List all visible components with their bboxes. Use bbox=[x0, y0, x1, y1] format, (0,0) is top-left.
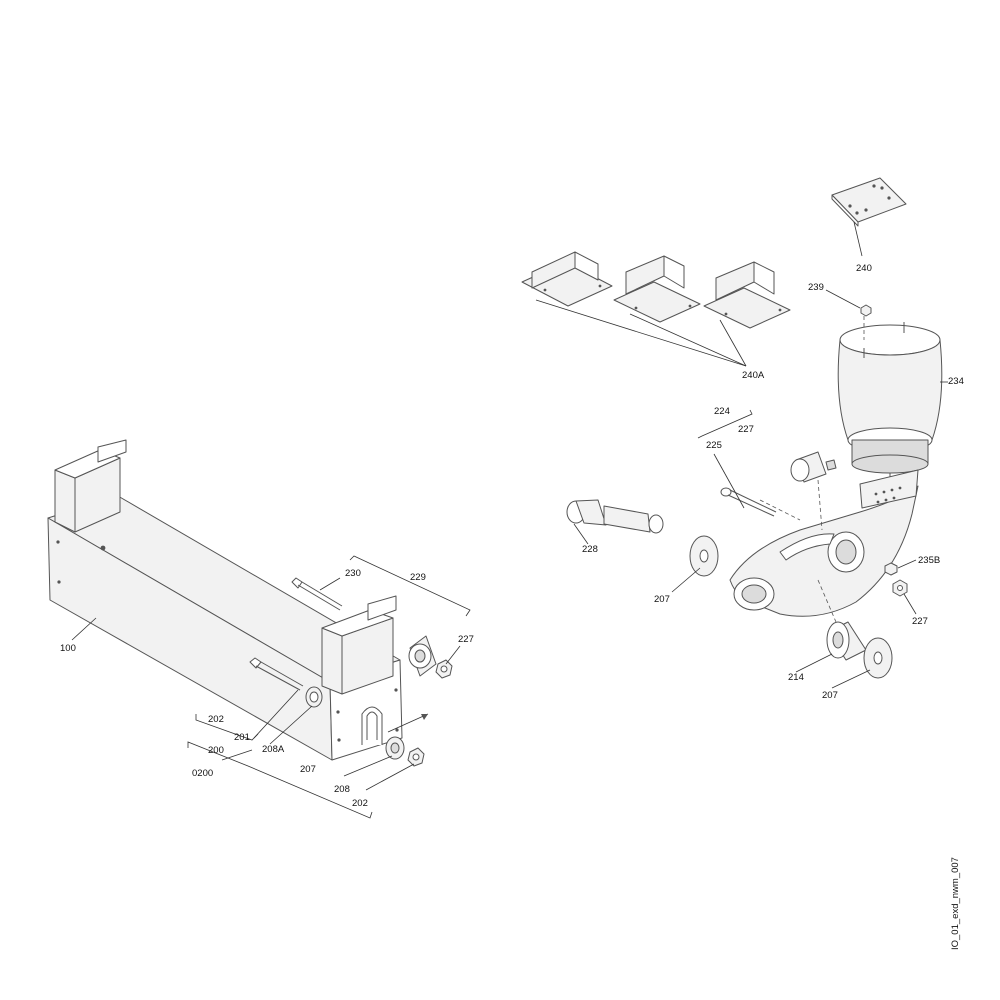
washer-207-lower bbox=[863, 637, 893, 679]
label-207-b: 207 bbox=[654, 594, 670, 605]
label-202-a: 202 bbox=[208, 714, 224, 725]
label-227-a: 227 bbox=[458, 634, 474, 645]
label-240: 240 bbox=[856, 263, 872, 274]
label-235B: 235B bbox=[918, 555, 940, 566]
part-100-beam-bracket bbox=[47, 439, 403, 761]
nut-227-right bbox=[892, 579, 908, 597]
callout-labels: 100 0200 200 201 202 202 208A 207 208 23… bbox=[60, 263, 964, 809]
assembly-centerlines bbox=[759, 316, 865, 623]
label-225: 225 bbox=[706, 440, 722, 451]
nut-235B bbox=[884, 562, 898, 576]
nut-239 bbox=[860, 304, 872, 317]
trailing-arm bbox=[729, 469, 919, 617]
label-0200: 0200 bbox=[192, 768, 213, 779]
label-240A: 240A bbox=[742, 370, 765, 381]
brackets-240A bbox=[521, 251, 791, 329]
label-201: 201 bbox=[234, 732, 250, 743]
label-228: 228 bbox=[582, 544, 598, 555]
shock-absorber-228 bbox=[566, 499, 664, 534]
label-229: 229 bbox=[410, 572, 426, 583]
label-234: 234 bbox=[948, 376, 964, 387]
bushing-and-nut-227-left bbox=[408, 635, 453, 679]
bolt-201 bbox=[249, 657, 304, 691]
label-100: 100 bbox=[60, 643, 76, 654]
label-214: 214 bbox=[788, 672, 804, 683]
label-239: 239 bbox=[808, 282, 824, 293]
plate-240 bbox=[831, 177, 907, 227]
bushing-214 bbox=[826, 621, 867, 661]
label-227-c: 227 bbox=[912, 616, 928, 627]
bolt-230 bbox=[291, 577, 343, 611]
label-202-b: 202 bbox=[352, 798, 368, 809]
label-200: 200 bbox=[208, 745, 224, 756]
label-230: 230 bbox=[345, 568, 361, 579]
washer-207-upper bbox=[689, 535, 719, 577]
washer-208A bbox=[305, 686, 323, 708]
label-208A: 208A bbox=[262, 744, 285, 755]
washer-208-and-nut-202 bbox=[385, 713, 429, 767]
leader-lines bbox=[71, 221, 948, 819]
air-spring-234 bbox=[837, 322, 943, 480]
label-227-b: 227 bbox=[738, 424, 754, 435]
label-207-c: 207 bbox=[822, 690, 838, 701]
label-207-a: 207 bbox=[300, 764, 316, 775]
bolt-225 bbox=[720, 487, 777, 517]
label-208: 208 bbox=[334, 784, 350, 795]
bushing-224-upper bbox=[790, 451, 837, 483]
label-224: 224 bbox=[714, 406, 730, 417]
drawing-identifier: IO_01_exd_nwm_007 bbox=[950, 857, 961, 950]
